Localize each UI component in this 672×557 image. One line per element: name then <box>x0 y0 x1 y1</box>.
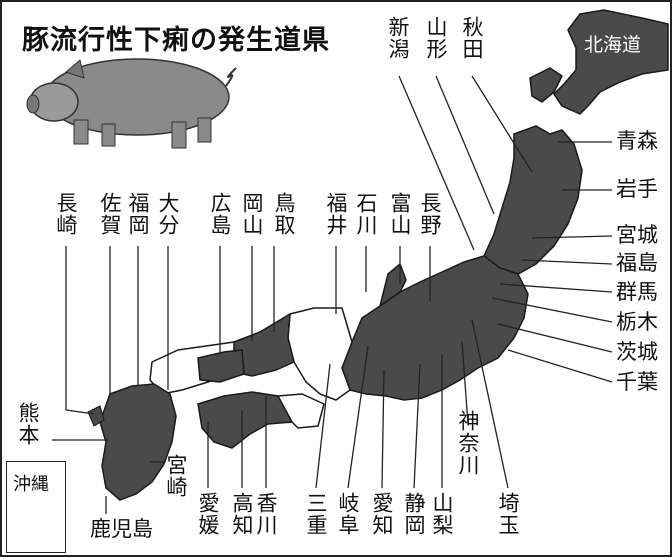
label-shizuoka: 静岡 <box>402 492 426 536</box>
okinawa-inset: 沖縄 <box>6 461 66 553</box>
label-miyagi: 宮城 <box>616 223 658 247</box>
label-kochi: 高知 <box>230 492 254 536</box>
label-niigata: 新潟 <box>386 16 410 60</box>
label-kanagawa: 神奈川 <box>456 410 480 476</box>
map-title: 豚流行性下痢の発生道県 <box>22 25 330 56</box>
region-shikoku <box>197 391 299 449</box>
label-aichi: 愛知 <box>370 492 394 536</box>
label-ishikawa: 石川 <box>354 192 378 236</box>
label-yamanashi: 山梨 <box>430 492 454 536</box>
label-aomori: 青森 <box>616 129 658 153</box>
region-hiroshima <box>197 349 245 383</box>
label-hokkaido: 北海道 <box>584 34 642 56</box>
label-toyama: 富山 <box>388 192 412 236</box>
label-chiba: 千葉 <box>616 370 658 394</box>
label-okayama: 岡山 <box>240 192 264 236</box>
region-tohoku <box>483 125 583 275</box>
pig-icon <box>26 58 237 149</box>
label-miyazaki: 宮崎 <box>164 454 188 498</box>
label-fukuoka: 福岡 <box>126 192 150 236</box>
label-ehime: 愛媛 <box>196 492 220 536</box>
leader-lines <box>52 75 613 514</box>
label-ibaraki: 茨城 <box>616 340 658 364</box>
label-okinawa: 沖縄 <box>13 474 49 495</box>
label-kagawa: 香川 <box>254 492 278 536</box>
label-saitama: 埼玉 <box>496 492 520 536</box>
label-tochigi: 栃木 <box>616 310 658 334</box>
region-kansai <box>287 307 353 401</box>
label-hiroshima: 広島 <box>208 192 232 236</box>
label-akita: 秋田 <box>460 16 484 60</box>
label-fukushima: 福島 <box>616 251 658 275</box>
label-tottori: 鳥取 <box>272 192 296 236</box>
region-kyushu <box>99 383 177 501</box>
region-kyushu-islands <box>87 405 105 427</box>
label-nagano: 長野 <box>418 192 442 236</box>
label-yamagata: 山形 <box>424 16 448 60</box>
label-iwate: 岩手 <box>616 177 658 201</box>
label-kumamoto: 熊本 <box>16 402 40 446</box>
label-gifu: 岐阜 <box>336 492 360 536</box>
region-hokkaido-south <box>529 67 563 103</box>
region-hokkaido <box>553 9 669 115</box>
label-mie: 三重 <box>304 492 328 536</box>
label-fukui: 福井 <box>324 192 348 236</box>
region-shikoku-east <box>276 393 325 429</box>
label-nagasaki: 長崎 <box>54 192 78 236</box>
label-saga: 佐賀 <box>98 192 122 236</box>
label-gunma: 群馬 <box>616 280 658 304</box>
label-oita: 大分 <box>156 192 180 236</box>
label-kagoshima: 鹿児島 <box>90 517 153 541</box>
region-kanto-chubu <box>341 255 529 401</box>
